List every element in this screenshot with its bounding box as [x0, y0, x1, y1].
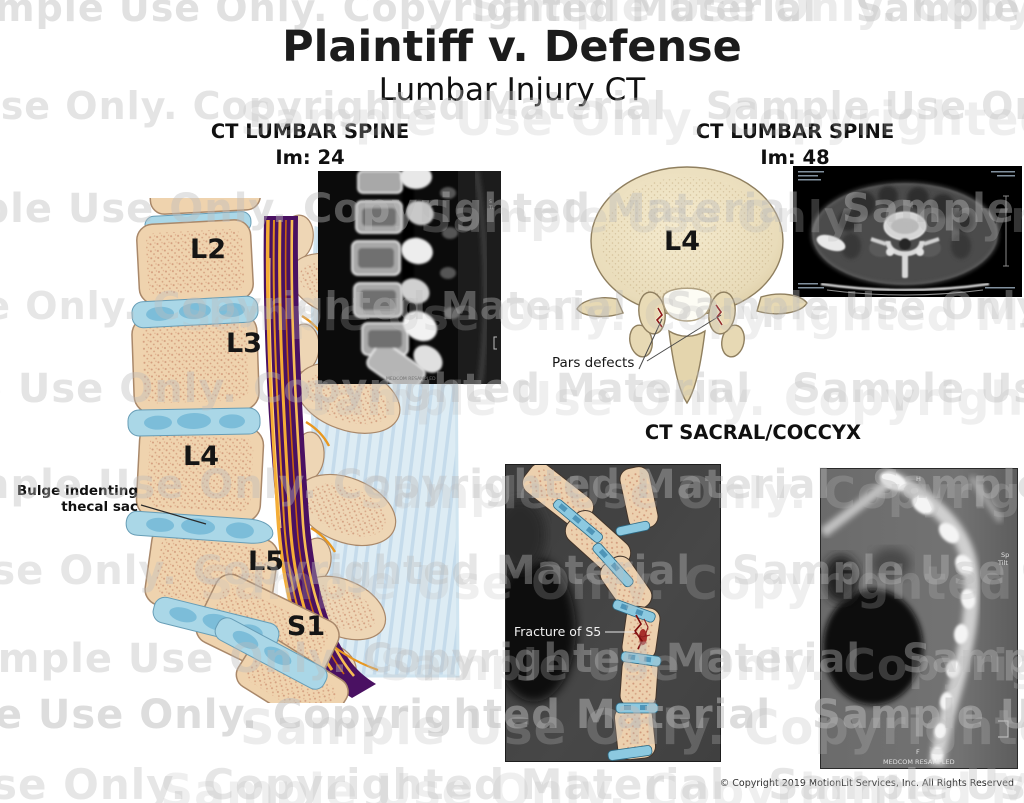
vertebra-l2	[136, 219, 254, 305]
label-l4: L4	[183, 441, 219, 472]
svg-text:Tilt: Tilt	[997, 559, 1008, 567]
ct-posterior-elements	[400, 171, 460, 373]
ct-vertebra	[870, 211, 940, 278]
ct-overlay-marks: S Ti MEDCOM RESAMPLED	[386, 199, 497, 382]
svg-text:Sp: Sp	[1001, 551, 1009, 559]
label-l5: L5	[248, 546, 284, 577]
sagittal-ct-image: S Ti MEDCOM RESAMPLED	[318, 171, 501, 384]
section-heading-sagittal-imnum: Im: 24	[275, 146, 345, 170]
ct-vertebral-bodies	[351, 171, 426, 384]
ct-sacrum-segments	[879, 471, 976, 763]
s5-fracture	[633, 614, 651, 650]
l4-axial-illustration: L4	[576, 166, 808, 405]
page-subtitle: Lumbar Injury CT	[378, 72, 646, 108]
svg-text:MEDCOM RESAMPLED: MEDCOM RESAMPLED	[883, 758, 955, 766]
fracture-annotation: Fracture of S5	[514, 624, 601, 639]
vertebra-l4	[135, 421, 265, 524]
vertebra-l3	[131, 312, 260, 415]
disc-l2-l3	[131, 295, 259, 329]
pars-leader-lines	[638, 314, 722, 370]
l4-spinous-process	[668, 329, 706, 405]
label-s1: S1	[287, 611, 325, 642]
section-heading-sagittal-title: CT LUMBAR SPINE	[210, 120, 410, 143]
ct-text-labels: H Sp Tilt F MEDCOM RESAMPLED	[883, 475, 1009, 766]
section-heading-axial: CT LUMBAR SPINE Im: 48	[645, 119, 945, 172]
sacral-illustration-image: Fracture of S5	[505, 464, 721, 762]
sacrum-discs	[553, 499, 662, 761]
vertebra-labels: L2 L3 L4 L5 S1	[183, 234, 325, 642]
svg-text:Ti: Ti	[488, 205, 493, 211]
svg-text:MEDCOM RESAMPLED: MEDCOM RESAMPLED	[386, 376, 436, 382]
l4-left-transverse-process	[576, 297, 624, 318]
label-l3: L3	[226, 328, 262, 359]
sacral-ct-image: H Sp Tilt F MEDCOM RESAMPLED	[820, 468, 1018, 769]
section-heading-sagittal: CT LUMBAR SPINE Im: 24	[160, 119, 460, 172]
section-heading-axial-imnum: Im: 48	[760, 146, 830, 170]
ct-gas-shadow	[823, 589, 923, 705]
copyright-notice: © Copyright 2019 MotionLit Services, Inc…	[719, 778, 1014, 789]
axial-ct-image	[793, 166, 1022, 297]
section-heading-sacral: CT SACRAL/COCCYX	[644, 421, 862, 444]
l4-right-transverse-process	[756, 293, 808, 315]
ct-contrast-blob	[816, 234, 846, 252]
l4-label: L4	[664, 226, 700, 257]
bulge-annotation: Bulge indenting thecal sac	[16, 483, 138, 515]
page-title: Plaintiff v. Defense	[282, 22, 742, 72]
label-l2: L2	[190, 234, 226, 265]
ct-info-marks	[798, 171, 1015, 289]
disc-s1-s2	[214, 617, 328, 690]
pars-annotation: Pars defects	[552, 355, 635, 371]
disc-l3-l4	[127, 407, 261, 437]
svg-text:H: H	[916, 475, 921, 483]
section-heading-axial-title: CT LUMBAR SPINE	[695, 120, 895, 143]
bulge-leader-line	[140, 504, 207, 525]
ct-dark-region	[506, 558, 576, 702]
ct-bowel-shadows	[838, 186, 974, 259]
svg-text:S: S	[489, 199, 492, 205]
sacrum-segments	[521, 465, 661, 761]
svg-text:F: F	[916, 748, 920, 756]
disc-l4-l5-bulging	[125, 510, 274, 544]
discs	[125, 295, 328, 690]
l4-spinal-canal	[662, 287, 712, 322]
